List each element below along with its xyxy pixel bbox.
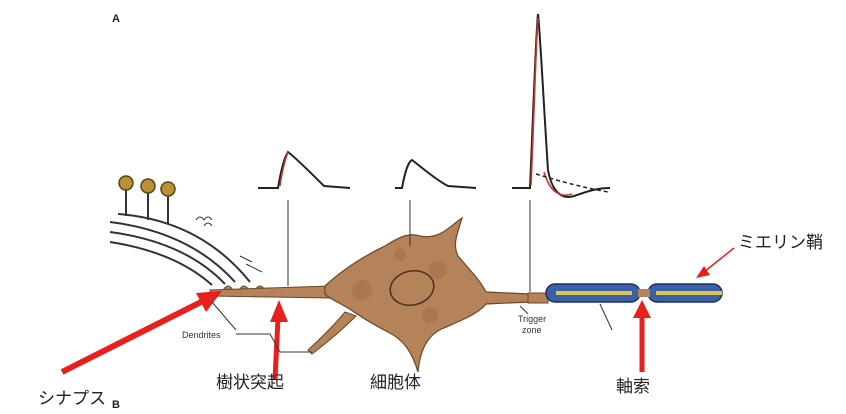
presynaptic-terminal-icon <box>161 182 175 196</box>
dendrite-label: 樹状突起 <box>216 373 284 393</box>
dendrite-arrow <box>275 318 278 380</box>
trace-action-potential <box>512 14 610 197</box>
axon-arrowhead-icon <box>633 300 651 318</box>
synapse-label: シナプス <box>38 389 106 409</box>
trigger-label: Trigger <box>518 314 546 324</box>
lower-dendrite-branch <box>308 312 356 354</box>
myelin-arrowhead-icon <box>696 266 710 278</box>
trace-ap-subthreshold <box>536 174 608 192</box>
dendrites-label: Dendrites <box>182 330 221 340</box>
presynaptic-terminal-icon <box>141 179 155 193</box>
axon-label: 軸索 <box>616 377 650 397</box>
presynaptic-terminals <box>119 176 175 224</box>
presynaptic-terminal-icon <box>119 176 133 190</box>
panel-label-b: B <box>112 399 120 411</box>
panel-label-a: A <box>112 13 120 25</box>
dendrite-arrowhead-icon <box>270 300 288 322</box>
presynaptic-fibers <box>110 214 250 285</box>
zone-label: zone <box>522 325 542 335</box>
trace-ap-rise <box>531 18 538 185</box>
dendrites-pointer <box>212 302 312 352</box>
myelin-arrow <box>704 248 734 272</box>
trace-soma <box>395 160 476 188</box>
trigger-pointer <box>520 306 528 314</box>
fiber-markings <box>196 217 262 272</box>
cell-body-label: 細胞体 <box>370 373 421 393</box>
axon-shaft <box>528 293 548 303</box>
myelin-label: ミエリン鞘 <box>738 233 823 253</box>
trace-dendrite <box>258 152 350 188</box>
myelin-sheath <box>546 284 722 302</box>
